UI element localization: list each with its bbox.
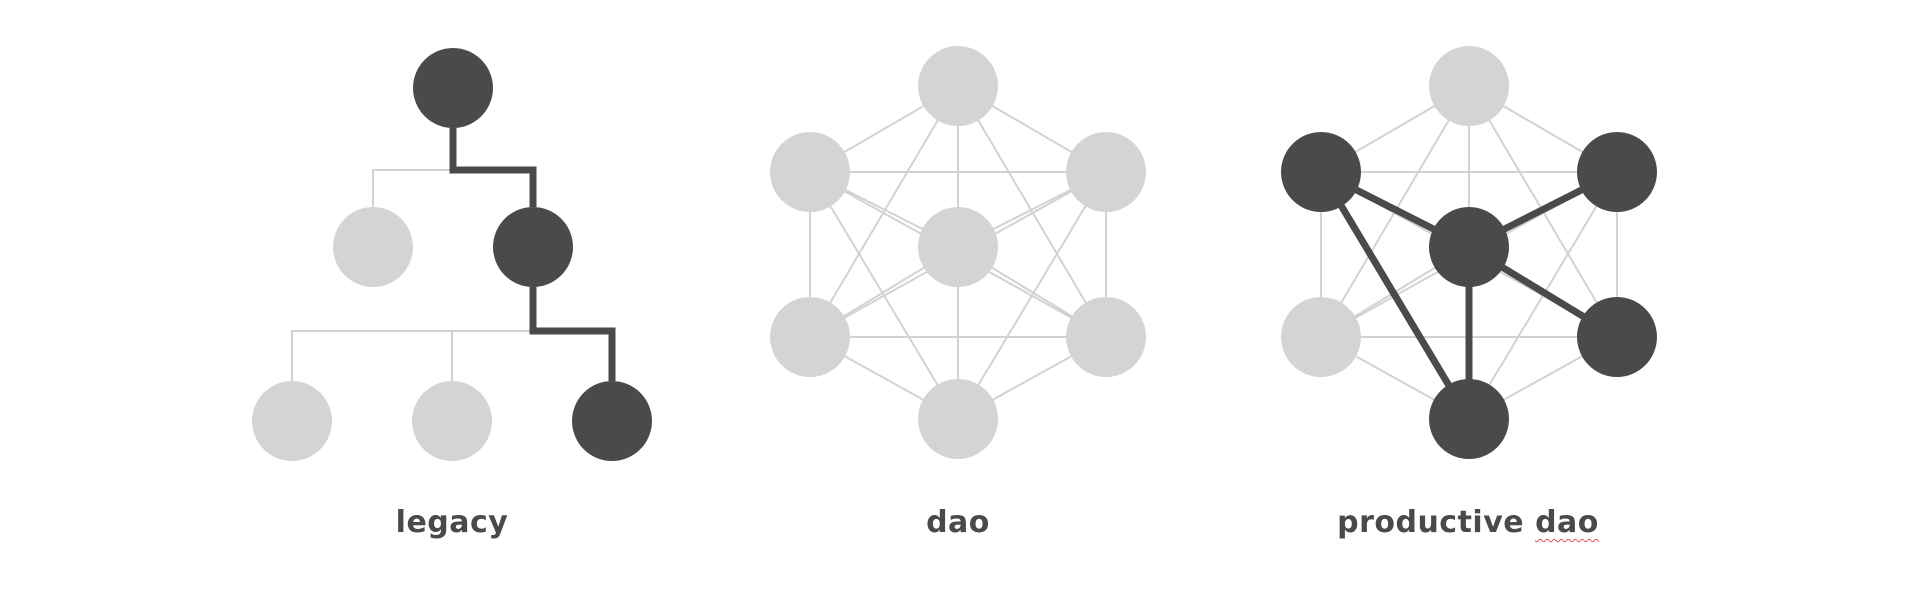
node-bottom	[918, 379, 998, 459]
tree-connector-line	[372, 128, 454, 207]
node-bottom	[1429, 379, 1509, 459]
node-top	[918, 46, 998, 126]
dao-diagram	[770, 46, 1146, 459]
node-upper-left	[1281, 132, 1361, 212]
legacy-diagram	[252, 48, 652, 461]
highlighted-edge-line	[1317, 170, 1473, 421]
productive-dao-caption-word-2: dao	[1535, 505, 1599, 540]
node-leaf-right	[572, 381, 652, 461]
highlighted-path-line	[449, 128, 537, 207]
node-lower-left	[770, 297, 850, 377]
dao-caption: dao	[926, 505, 990, 540]
node-mid-right	[493, 207, 573, 287]
productive-dao-diagram	[1281, 46, 1657, 459]
node-root	[413, 48, 493, 128]
node-upper-right	[1066, 132, 1146, 212]
node-upper-left	[770, 132, 850, 212]
node-mid-left	[333, 207, 413, 287]
highlighted-path-line	[529, 287, 616, 381]
node-upper-right	[1577, 132, 1657, 212]
node-center	[1429, 207, 1509, 287]
productive-dao-caption: productive dao	[1337, 505, 1599, 540]
legacy-caption: legacy	[395, 505, 509, 540]
node-lower-left	[1281, 297, 1361, 377]
edge-line	[957, 171, 1107, 420]
node-lower-right	[1066, 297, 1146, 377]
node-lower-right	[1577, 297, 1657, 377]
edge-line	[957, 85, 1107, 338]
node-top	[1429, 46, 1509, 126]
node-leaf-left	[252, 381, 332, 461]
node-leaf-middle	[412, 381, 492, 461]
node-center	[918, 207, 998, 287]
edge-line	[809, 85, 959, 338]
productive-dao-caption-word-1: productive	[1337, 505, 1536, 540]
